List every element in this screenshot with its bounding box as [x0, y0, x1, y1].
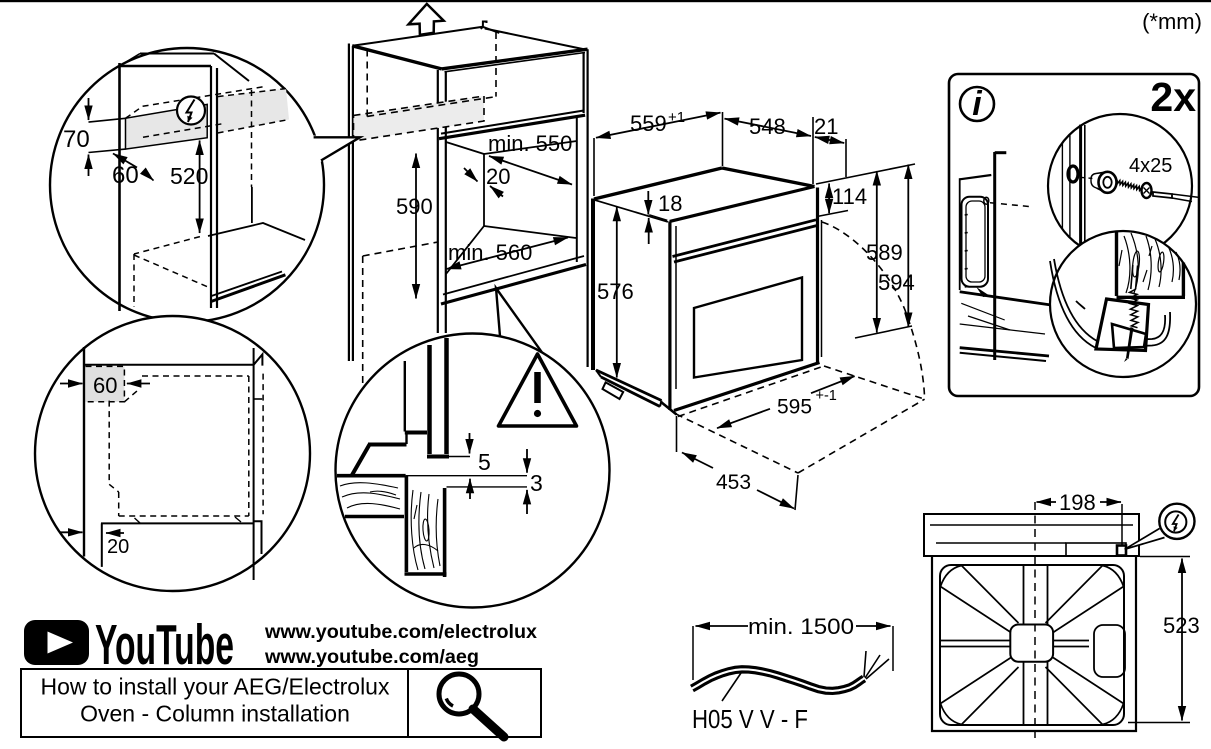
svg-text:114: 114	[832, 184, 867, 209]
svg-text:+1: +1	[668, 109, 685, 126]
svg-text:www.youtube.com/electrolux: www.youtube.com/electrolux	[264, 622, 537, 643]
svg-text:520: 520	[170, 163, 208, 189]
svg-text:60: 60	[112, 162, 139, 189]
svg-text:18: 18	[658, 191, 682, 216]
svg-text:589: 589	[866, 240, 903, 265]
svg-text:+-1: +-1	[816, 388, 837, 404]
svg-text:2x: 2x	[1150, 74, 1196, 120]
svg-text:i: i	[972, 85, 983, 123]
svg-text:21: 21	[814, 114, 838, 139]
svg-text:594: 594	[878, 270, 915, 295]
svg-text:453: 453	[716, 471, 751, 494]
svg-text:How to install your AEG/Electr: How to install your AEG/Electrolux	[41, 674, 390, 700]
svg-text:min. 1500: min. 1500	[748, 614, 854, 639]
svg-text:4x25: 4x25	[1129, 155, 1172, 177]
svg-text:H05 V V - F: H05 V V - F	[692, 704, 808, 734]
svg-text:5: 5	[478, 449, 491, 475]
svg-text:198: 198	[1059, 490, 1096, 515]
svg-text:3: 3	[530, 470, 543, 496]
svg-text:20: 20	[107, 536, 129, 558]
svg-text:523: 523	[1163, 613, 1200, 638]
svg-text:YouTube: YouTube	[95, 613, 234, 677]
svg-text:(*mm): (*mm)	[1142, 9, 1202, 34]
svg-text:min. 550: min. 550	[488, 131, 572, 156]
svg-text:70: 70	[63, 126, 90, 153]
svg-text:Oven - Column installation: Oven - Column installation	[80, 701, 350, 727]
svg-text:min. 560: min. 560	[448, 240, 532, 265]
svg-text:576: 576	[597, 279, 634, 304]
svg-text:www.youtube.com/aeg: www.youtube.com/aeg	[264, 647, 479, 668]
svg-text:548: 548	[749, 114, 786, 139]
svg-text:20: 20	[486, 164, 510, 189]
svg-text:595: 595	[777, 396, 812, 419]
svg-text:559: 559	[630, 111, 667, 136]
svg-text:590: 590	[396, 194, 433, 219]
svg-text:60: 60	[93, 373, 117, 398]
